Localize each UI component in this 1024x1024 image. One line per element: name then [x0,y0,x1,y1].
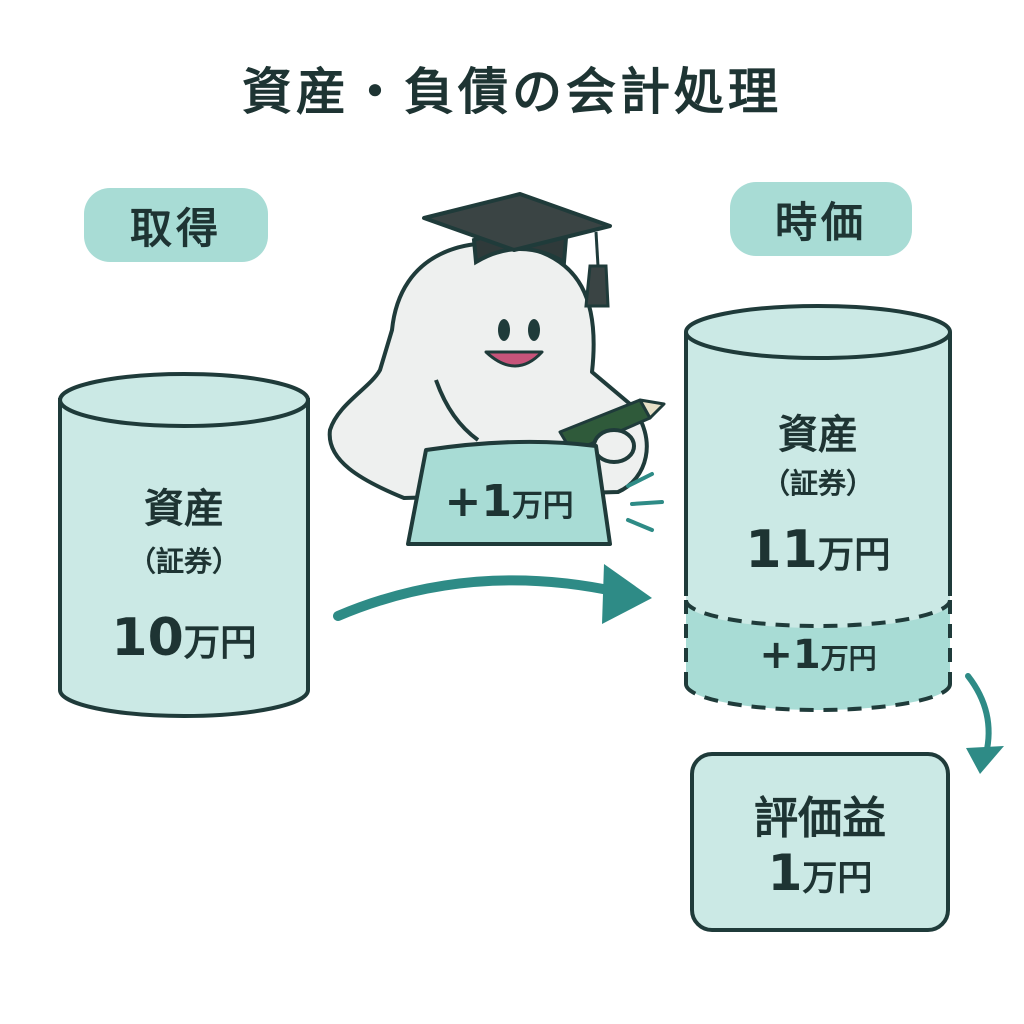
market-value-cylinder [684,304,952,712]
market-value-increase-value: +1 [759,632,821,678]
value-change-arrow [333,564,652,624]
mascot-sign-amount: +1 [444,476,512,527]
acquisition-cylinder [58,372,310,718]
market-value-asset-label: 資産 [778,412,858,458]
market-value-asset-sublabel: （証券） [761,467,874,500]
market-value-amount-unit: 万円 [817,533,891,576]
mascot-sign-text: +1万円 [412,476,606,527]
acquisition-asset-label: 資産 [144,486,224,532]
market-value-increase: +1万円 [686,632,950,678]
acquisition-amount-value: 10 [111,608,184,668]
acquisition-amount-unit: 万円 [183,621,257,664]
page-title: 資産・負債の会計処理 [242,63,782,121]
ghost-mascot [327,192,666,546]
mascot-sign-unit: 万円 [511,488,574,524]
acquisition-amount: 10万円 [60,608,308,668]
acquisition-badge: 取得 [84,188,268,262]
valuation-gain-box [690,752,950,932]
gain-arrow [965,673,1004,774]
market-value-increase-unit: 万円 [820,642,877,675]
market-value-amount-value: 11 [745,520,818,580]
valuation-gain-amount-unit: 万円 [802,859,873,899]
acquisition-asset-sublabel: （証券） [127,545,240,578]
market-value-badge: 時価 [730,182,912,256]
valuation-gain-amount: 1万円 [690,844,950,902]
valuation-gain-amount-value: 1 [767,844,803,902]
market-value-amount: 11万円 [686,520,950,580]
valuation-gain-label: 評価益 [754,793,886,844]
